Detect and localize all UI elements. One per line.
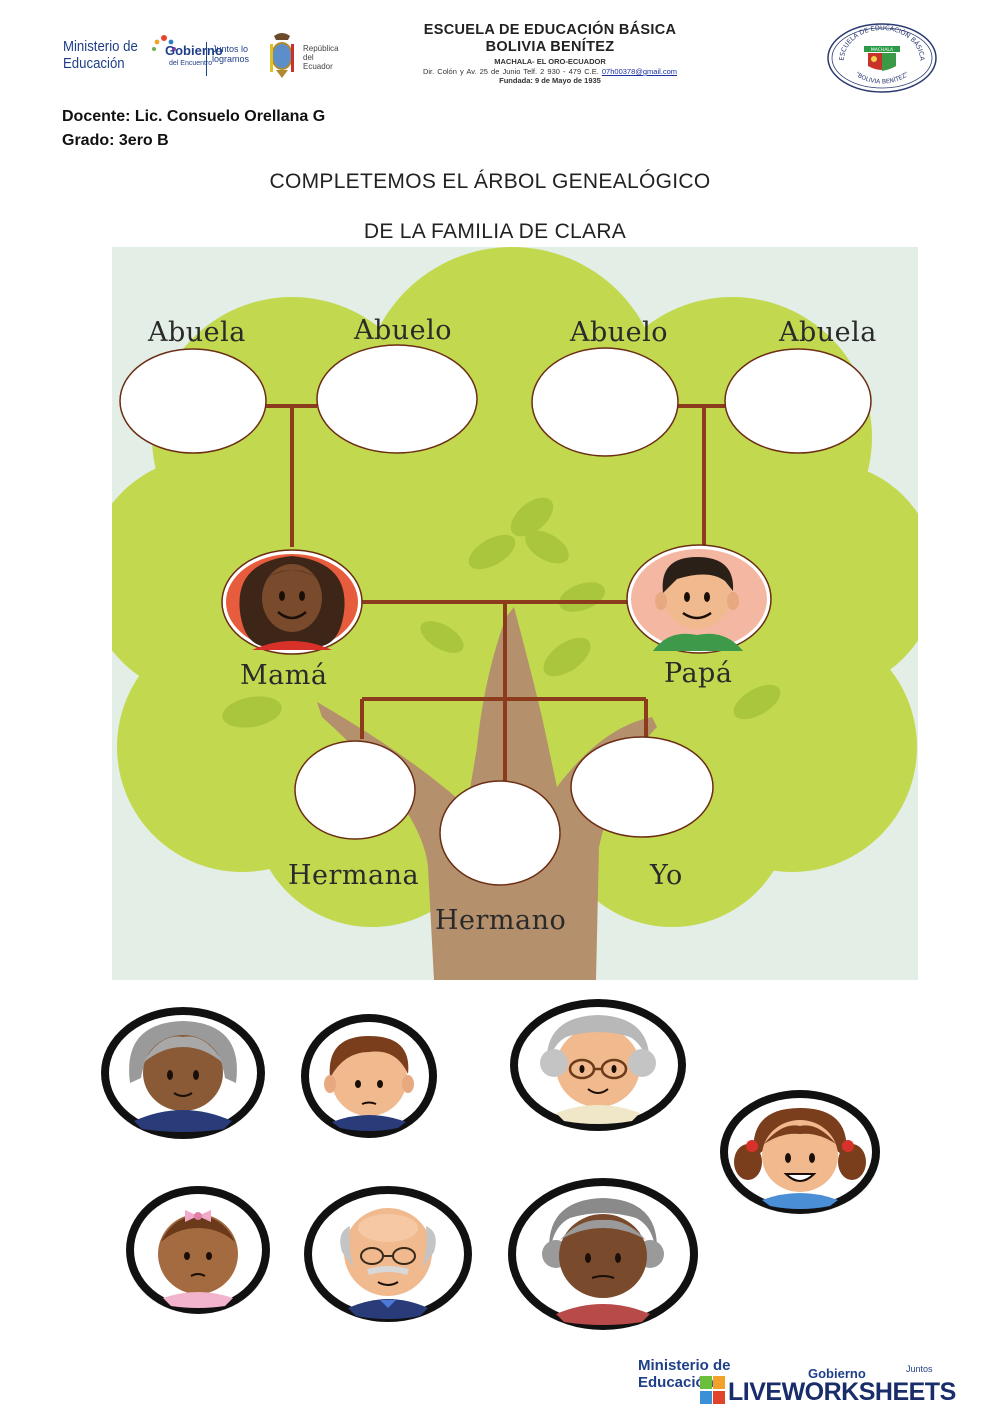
grade-label: Grado: 3ero B <box>62 132 169 149</box>
worksheet-title-line1: COMPLETEMOS EL ÁRBOL GENEALÓGICO <box>269 170 711 193</box>
school-founded: Fundada: 9 de Mayo de 1935 <box>499 76 601 85</box>
sticker-grandpa-glasses[interactable] <box>508 997 688 1135</box>
label-dad: Papá <box>664 658 733 689</box>
school-name-line1: ESCUELA DE EDUCACIÓN BÁSICA <box>423 22 677 38</box>
footer-ministry-text: Ministerio de Educación <box>638 1357 731 1391</box>
juntos-slogan: Juntos lo logramos <box>212 44 250 64</box>
seal-ribbon: MACHALA <box>871 47 894 53</box>
label-me: Yo <box>650 860 683 891</box>
family-tree-panel: Abuela Abuelo Abuelo Abuela Mamá Papá He… <box>112 247 918 980</box>
teacher-name: Docente: Lic. Consuelo Orellana G <box>62 108 326 125</box>
republica-text: República del Ecuador <box>303 44 339 71</box>
coat-of-arms-icon <box>270 33 294 78</box>
family-tree-connectors <box>262 404 727 802</box>
logo-divider <box>206 42 207 76</box>
gobierno-logo-subtext: del Encuentro <box>169 60 213 67</box>
label-sister: Hermana <box>288 860 420 891</box>
label-grandpa-right: Abuelo <box>570 317 669 348</box>
liveworksheets-brand[interactable]: LIVEWORKSHEETS <box>728 1378 956 1406</box>
school-address: Dir. Colón y Av. 25 de Junio Telf. 2 930… <box>422 67 678 76</box>
mom-portrait <box>221 549 363 655</box>
sticker-baby-girl[interactable] <box>123 1182 273 1318</box>
sticker-grandma-light[interactable] <box>100 1003 266 1143</box>
gobierno-logo-text: Gobierno <box>165 43 223 58</box>
ministry-logo-text: Ministerio de Educación <box>63 38 138 72</box>
footer-juntos-text: Juntos <box>906 1364 933 1374</box>
sticker-boy[interactable] <box>300 1012 438 1140</box>
school-header: ESCUELA DE EDUCACIÓN BÁSICA BOLIVIA BENÍ… <box>355 22 745 85</box>
school-name-line2: BOLIVIA BENÍTEZ <box>485 39 615 55</box>
gobierno-logo-icon <box>152 35 176 51</box>
school-seal-icon: ESCUELA DE EDUCACIÓN BÁSICA "BOLIVIA BEN… <box>827 23 937 93</box>
label-brother: Hermano <box>435 905 567 936</box>
family-tree-illustration <box>112 247 918 980</box>
answer-ovals <box>119 344 872 886</box>
sticker-girl-pigtails[interactable] <box>718 1088 882 1218</box>
school-location: MACHALA- EL ORO-ECUADOR <box>494 57 606 66</box>
footer-gobierno-text: Gobierno <box>808 1366 866 1381</box>
liveworksheets-logo-icon <box>700 1376 725 1404</box>
label-mom: Mamá <box>240 660 328 691</box>
label-grandma-left: Abuela <box>148 317 246 348</box>
dad-portrait <box>626 544 772 654</box>
worksheet-title-line2: DE LA FAMILIA DE CLARA <box>363 220 627 243</box>
sticker-grandma-dark[interactable] <box>506 1174 700 1334</box>
label-grandpa-left: Abuelo <box>354 315 453 346</box>
sticker-grandpa-bald[interactable] <box>302 1182 474 1328</box>
tree-decorative-leaves <box>222 497 781 728</box>
label-grandma-right: Abuela <box>779 317 877 348</box>
school-email-link[interactable]: 07h00378@gmail.com <box>601 67 678 76</box>
